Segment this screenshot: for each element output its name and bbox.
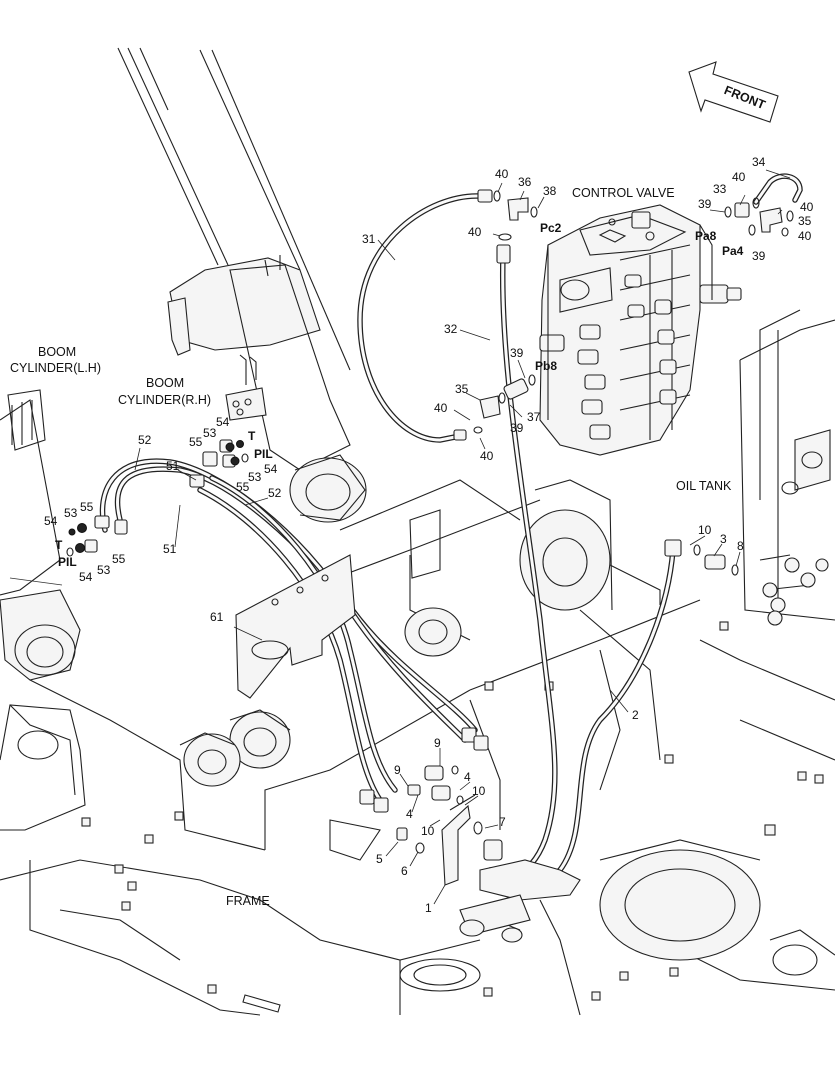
- control-valve: [539, 204, 742, 456]
- fittings-boom-lh: [66, 515, 128, 557]
- boom-cylinder-lh-caption-1: BOOM: [38, 345, 76, 359]
- boom-cylinder-rh-caption-2: CYLINDER(R.H): [118, 393, 211, 407]
- boom-arm: [117, 47, 367, 523]
- port-label-pb8: Pb8: [535, 359, 557, 373]
- part-number: 55: [112, 552, 126, 566]
- oil-tank-caption: OIL TANK: [676, 479, 732, 493]
- frame-caption: FRAME: [226, 894, 270, 908]
- part-number: 35: [455, 382, 469, 396]
- part-number: 40: [434, 401, 448, 415]
- port-label-pa8: Pa8: [695, 229, 717, 243]
- control-valve-caption: CONTROL VALVE: [572, 186, 675, 200]
- part-number: 33: [713, 182, 727, 196]
- part-number: 54: [264, 462, 278, 476]
- part-number: 10: [472, 784, 486, 798]
- left-boom-cylinder: [0, 389, 81, 681]
- fittings-pb8: [453, 374, 536, 441]
- fittings-cv-right: [724, 173, 803, 237]
- part-number: 39: [510, 421, 524, 435]
- part-number: 53: [203, 426, 217, 440]
- part-number: 40: [798, 229, 812, 243]
- fittings-cv-top: [477, 189, 538, 264]
- part-number: 53: [97, 563, 111, 577]
- part-number-labels: 34 40 33 39 35 40 40 39 40 36 38 40 31 3…: [44, 155, 814, 915]
- part-number: 38: [543, 184, 557, 198]
- part-number: 32: [444, 322, 458, 336]
- part-number: 7: [499, 815, 506, 829]
- part-number: 40: [468, 225, 482, 239]
- frame-bolts: [81, 621, 824, 1001]
- part-number: 40: [732, 170, 746, 184]
- part-number: 40: [495, 167, 509, 181]
- part-number: 9: [394, 763, 401, 777]
- lower-frame: [0, 621, 835, 1016]
- part-number: 40: [800, 200, 814, 214]
- bracket-61: [235, 554, 356, 699]
- port-label-pil-right: PIL: [254, 447, 273, 461]
- part-number: 55: [189, 435, 203, 449]
- part-number: 51: [163, 542, 177, 556]
- part-number: 61: [210, 610, 224, 624]
- part-number: 1: [425, 901, 432, 915]
- part-number: 37: [527, 410, 541, 424]
- part-number: 35: [798, 214, 812, 228]
- part-number: 54: [44, 514, 58, 528]
- part-number: 40: [480, 449, 494, 463]
- port-label-pa4: Pa4: [722, 244, 744, 258]
- part-number: 10: [421, 824, 435, 838]
- port-label-pil-left: PIL: [58, 555, 77, 569]
- part-number: 55: [80, 500, 94, 514]
- part-number: 8: [737, 539, 744, 553]
- part-number: 6: [401, 864, 408, 878]
- part-number: 55: [236, 480, 250, 494]
- part-number: 2: [632, 708, 639, 722]
- port-label-t-left: T: [55, 538, 63, 552]
- part-number: 34: [752, 155, 766, 169]
- part-number: 39: [698, 197, 712, 211]
- part-number: 36: [518, 175, 532, 189]
- pilot-hose-31: [357, 193, 481, 443]
- part-number: 53: [248, 470, 262, 484]
- part-number: 4: [406, 807, 413, 821]
- part-number: 39: [510, 346, 524, 360]
- boom-cylinder-lh-caption-2: CYLINDER(L.H): [10, 361, 101, 375]
- part-number: 54: [216, 415, 230, 429]
- port-label-pc2: Pc2: [540, 221, 562, 235]
- upper-frame: [29, 479, 701, 851]
- port-label-t-right: T: [248, 429, 256, 443]
- fittings-boom-rh: [189, 439, 249, 488]
- part-number: 5: [376, 852, 383, 866]
- oil-tank: [699, 309, 835, 761]
- part-number: 9: [434, 736, 441, 750]
- boom-cylinder-rh-caption-1: BOOM: [146, 376, 184, 390]
- part-number: 52: [138, 433, 152, 447]
- pilot-hoses-51-52: [99, 458, 478, 803]
- part-number: 52: [268, 486, 282, 500]
- leader-lines: [134, 169, 791, 905]
- part-number: 3: [720, 532, 727, 546]
- part-number: 51: [166, 459, 180, 473]
- valve-spools: [577, 274, 677, 440]
- part-number: 31: [362, 232, 376, 246]
- part-number: 4: [464, 770, 471, 784]
- part-number: 39: [752, 249, 766, 263]
- part-number: 10: [698, 523, 712, 537]
- fittings-center-block: [359, 727, 581, 943]
- part-number: 54: [79, 570, 93, 584]
- part-number: 53: [64, 506, 78, 520]
